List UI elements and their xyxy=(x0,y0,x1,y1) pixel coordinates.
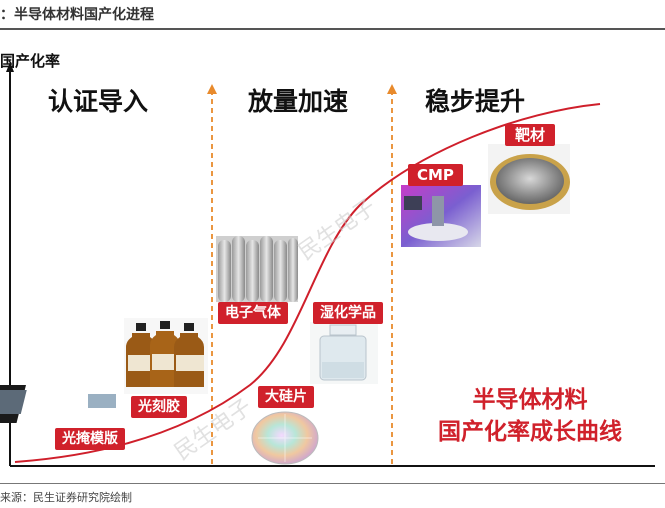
phase-label-steady-growth: 稳步提升 xyxy=(425,82,525,118)
phase-label-certification: 认证导入 xyxy=(48,82,148,118)
curve-caption: 半导体材料 国产化率成长曲线 xyxy=(410,384,650,448)
sputtering-target-image xyxy=(488,144,570,214)
material-tag-cmp: CMP xyxy=(408,164,463,186)
photomask-image xyxy=(0,385,116,423)
material-tag-photomask: 光掩模版 xyxy=(55,428,125,450)
material-tag-photoresist: 光刻胶 xyxy=(131,396,187,418)
chemical-bottle-image xyxy=(310,322,378,384)
material-tag-silicon-wafer: 大硅片 xyxy=(258,386,314,408)
silicon-wafer-image xyxy=(252,412,318,464)
cmp-equipment-image xyxy=(401,185,481,247)
material-tag-sputtering-target: 靶材 xyxy=(505,124,555,146)
curve-caption-line-2: 国产化率成长曲线 xyxy=(410,416,650,448)
bottom-rule xyxy=(0,483,665,484)
photoresist-bottles-image xyxy=(124,318,208,394)
phase-divider-1-arrow xyxy=(207,84,217,94)
source-note: 来源：民生证券研究院绘制 xyxy=(0,489,132,505)
curve-caption-line-1: 半导体材料 xyxy=(410,384,650,416)
material-tag-wet-chemicals: 湿化学品 xyxy=(313,302,383,324)
phase-divider-2-arrow xyxy=(387,84,397,94)
phase-label-acceleration: 放量加速 xyxy=(248,82,348,118)
y-axis-label: 国产化率 xyxy=(0,50,60,71)
material-tag-electronic-gas: 电子气体 xyxy=(218,302,288,324)
gas-cylinders-image xyxy=(216,236,298,302)
